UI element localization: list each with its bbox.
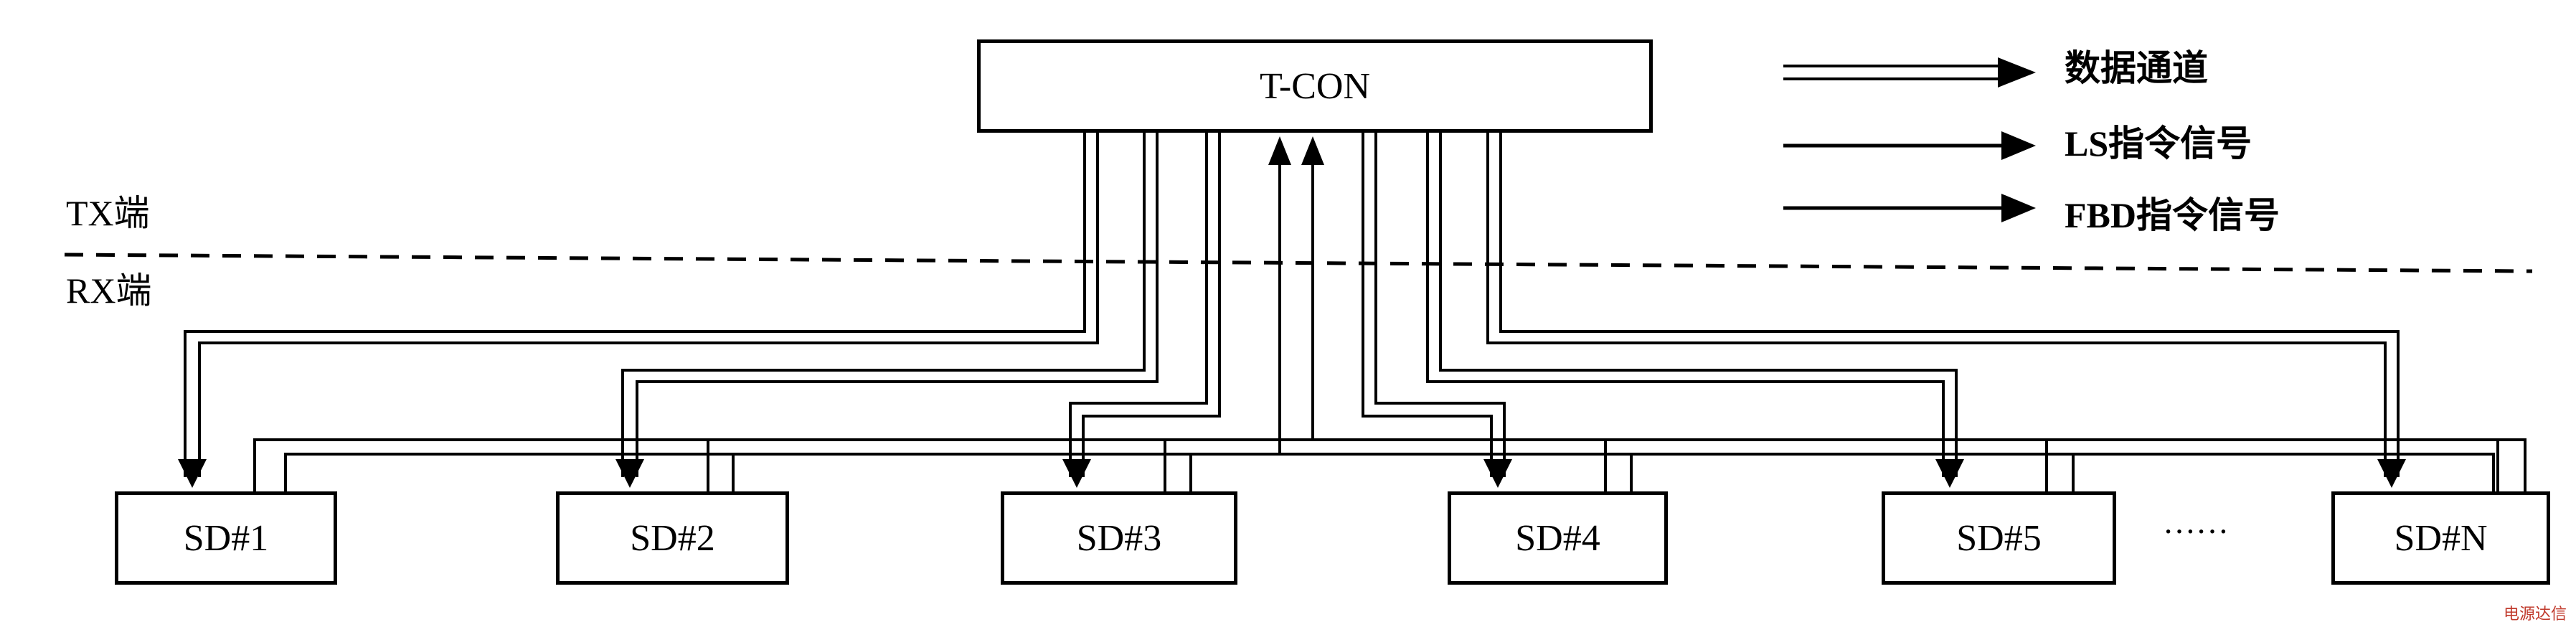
- sd-block: SD#N: [2331, 491, 2550, 585]
- fbd-signal-bus: [284, 136, 2495, 494]
- legend-ls-signal-label: LS指令信号: [2065, 123, 2252, 164]
- data-channel-to-sdn: [1486, 133, 2406, 488]
- sd-block: SD#5: [1882, 491, 2116, 585]
- data-channel-to-sd1: [178, 133, 1099, 488]
- sd-label: SD#1: [183, 517, 269, 559]
- sd-block: SD#2: [556, 491, 789, 585]
- rx-side-label: RX端: [66, 270, 152, 311]
- tx-side-label: TX端: [66, 193, 150, 233]
- sd-label: SD#4: [1515, 517, 1600, 559]
- data-channel-to-sd5: [1426, 133, 1964, 488]
- data-channel-to-sd2: [615, 133, 1159, 488]
- ls-signal-bus: [253, 136, 2527, 494]
- tx-rx-divider: [64, 253, 2533, 273]
- legend-data-channel-label: 数据通道: [2065, 48, 2208, 88]
- sd-block: SD#4: [1448, 491, 1668, 585]
- tcon-label: T-CON: [1259, 65, 1371, 107]
- legend-fbd-signal-icon: [1783, 194, 2036, 222]
- data-channel-to-sd4: [1362, 133, 1512, 488]
- sd-label: SD#5: [1956, 517, 2042, 559]
- sd-label: SD#3: [1076, 517, 1162, 559]
- sd-block: SD#3: [1001, 491, 1237, 585]
- sd-label: SD#N: [2394, 517, 2488, 559]
- legend-ls-signal-icon: [1783, 131, 2036, 160]
- sd-label: SD#2: [630, 517, 715, 559]
- legend-data-channel-icon: [1783, 57, 2036, 88]
- watermark: 电源达信: [2504, 605, 2567, 623]
- sd-block: SD#1: [115, 491, 337, 585]
- tcon-block: T-CON: [977, 39, 1653, 133]
- legend-fbd-signal-label: FBD指令信号: [2065, 195, 2280, 235]
- ellipsis: ……: [2163, 504, 2229, 540]
